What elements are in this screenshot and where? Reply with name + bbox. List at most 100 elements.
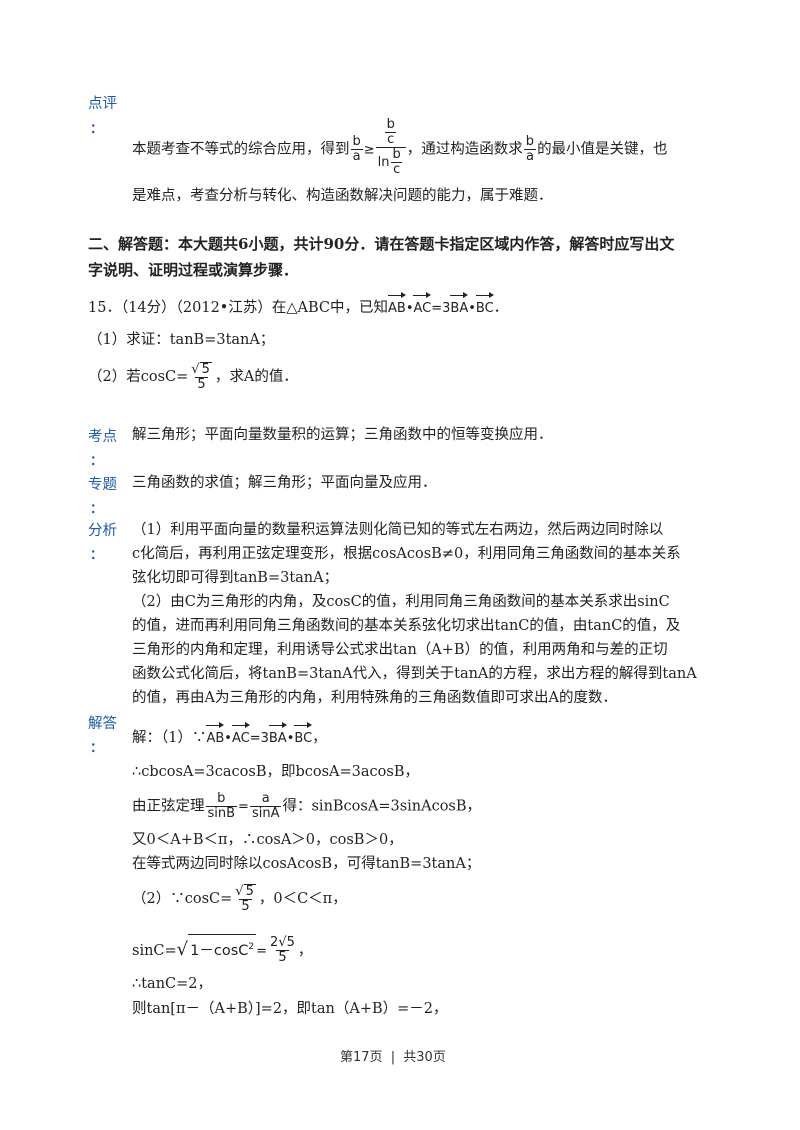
frac-num: b	[392, 147, 401, 162]
frac-num: √5	[235, 884, 256, 899]
comma: ，	[297, 942, 313, 959]
fenxi-line-4: （2）由C为三角形的内角，及cosC的值，利用同角三角函数间的基本关系求出sin…	[132, 594, 670, 610]
kaodian-label: 考点	[88, 429, 117, 445]
equals: =	[256, 943, 268, 959]
vector-ba: BA	[268, 722, 287, 751]
section-heading-line-1: 二、解答题：本大题共6小题，共计90分．请在答题卡指定区域内作答，解答时应写出文	[88, 235, 675, 253]
comment-line-2: 是难点，考查分析与转化、构造函数解决问题的能力，属于难题．	[132, 188, 553, 204]
jieda-l6-text-pre: （2）∵cosC=	[132, 891, 233, 907]
dot-symbol: •	[468, 301, 476, 316]
kaodian-text: 解三角形；平面向量数量积的运算；三角函数中的恒等变换应用．	[132, 427, 553, 443]
footer-separator: |	[390, 1050, 396, 1065]
sqrt-radicand: 5	[243, 884, 256, 899]
frac-den: a	[523, 149, 536, 164]
sqrt-radicand: 1－cosC2	[188, 934, 257, 964]
page-number: 第17页	[340, 1050, 383, 1065]
jieda-line-5: 在等式两边同时除以cosAcosB，可得tanB=3tanA；	[132, 856, 481, 872]
page-total: 共30页	[403, 1050, 446, 1065]
frac-den: c	[391, 162, 403, 177]
comment-text-mid: ，通过构造函数求	[406, 141, 523, 158]
comment-label: 点评	[88, 96, 117, 112]
fenxi-label: 分析	[88, 523, 117, 539]
equals-3: =3	[249, 731, 269, 746]
fenxi-line-6: 三角形的内角和定理，利用诱导公式求出tan（A+B）的值，利用两角和与差的正切	[132, 642, 668, 658]
part2-text-pre: （2）若cosC=	[88, 369, 189, 385]
dot-symbol: •	[224, 731, 232, 746]
vector-ba: BA	[450, 292, 468, 321]
jieda-line-4: 又0＜A+B＜π，∴cosA＞0，cosB＞0，	[132, 832, 403, 848]
problem-part-1: （1）求证：tanB=3tanA；	[88, 332, 275, 348]
dot-symbol: •	[405, 301, 414, 316]
jieda-line-2: ∴cbcosA=3cacosB，即bcosA=3acosB，	[132, 764, 419, 780]
vector-bc: BC	[294, 722, 312, 751]
frac-num: b	[217, 791, 226, 806]
jieda-line-9: 则tan[π－（A+B）]=2，即tan（A+B）=－2，	[132, 1001, 448, 1017]
fenxi-line-1: （1）利用平面向量的数量积运算法则化简已知的等式左右两边，然后两边同时除以	[132, 522, 664, 538]
fenxi-line-5: 的值，进而再利用同角三角函数间的基本关系弦化切求出tanC的值，由tanC的值，…	[132, 618, 681, 634]
jieda-line-8: ∴tanC=2，	[132, 976, 213, 992]
frac-num: b	[386, 117, 395, 132]
frac-den: 5	[239, 899, 252, 914]
jieda-l3-text-post: 得：sinBcosA=3sinAcosB，	[282, 798, 482, 815]
jieda-l3-text-pre: 由正弦定理	[132, 798, 205, 815]
jieda-l7-text-pre: sinC=	[132, 942, 177, 959]
fenxi-line-2: c化简后，再利用正弦定理变形，根据cosAcosB≠0，利用同角三角函数间的基本…	[132, 546, 681, 562]
zhuanti-colon: ：	[90, 502, 104, 517]
comment-text-pre: 本题考查不等式的综合应用，得到	[132, 141, 350, 158]
fenxi-line-3: 弦化切即可得到tanB=3tanA；	[132, 570, 339, 586]
frac-num: a	[261, 791, 270, 806]
vector-ac: AC	[413, 292, 431, 321]
kaodian-colon: ：	[90, 454, 104, 469]
frac-den: c	[385, 132, 397, 147]
vector-ac: AC	[231, 722, 250, 751]
sqrt-radicand: 5	[199, 362, 212, 377]
jieda-colon: ：	[90, 741, 104, 756]
frac-num: √5	[191, 362, 212, 377]
comment-text-post: 的最小值是关键，也	[537, 141, 668, 158]
equals-3: =3	[431, 301, 451, 316]
problem-stem: 15．（14分）（2012•江苏）在△ABC中，已知AB•AC=3BA•BC．	[88, 292, 509, 321]
frac-den: sinB	[205, 806, 238, 821]
dot-symbol: •	[286, 731, 295, 746]
section-heading-line-2: 字说明、证明过程或演算步骤．	[88, 261, 299, 279]
frac-num: b	[352, 134, 361, 149]
exponent: 2	[248, 942, 255, 952]
period: ．	[493, 300, 509, 316]
comment-colon: ：	[90, 122, 104, 137]
comma: ，	[312, 730, 327, 746]
zhuanti-text: 三角函数的求值；解三角形；平面向量及应用．	[132, 475, 437, 491]
ln-text: ln	[377, 155, 390, 170]
jieda-line-1: 解：（1）∵AB•AC=3BA•BC，	[132, 722, 327, 751]
frac-num: 2√5	[270, 935, 295, 951]
vector-ab: AB	[206, 722, 224, 751]
fenxi-colon: ：	[90, 548, 104, 563]
vector-bc: BC	[475, 292, 494, 321]
frac-den: 5	[195, 377, 208, 392]
equals: =	[238, 799, 249, 815]
problem-stem-text: 15．（14分）（2012•江苏）在△ABC中，已知	[88, 300, 388, 316]
jieda-l6-text-post: ，0＜C＜π，	[258, 891, 347, 907]
frac-den: sinA	[249, 806, 282, 821]
part2-text-post: ，求A的值．	[214, 369, 298, 385]
frac-num: b	[525, 134, 535, 149]
sqrt-sign: √	[176, 938, 189, 960]
radicand-text: 1－cosC	[190, 942, 249, 959]
page-footer: 第17页 | 共30页	[340, 1046, 446, 1065]
frac-den: 5	[276, 950, 289, 966]
